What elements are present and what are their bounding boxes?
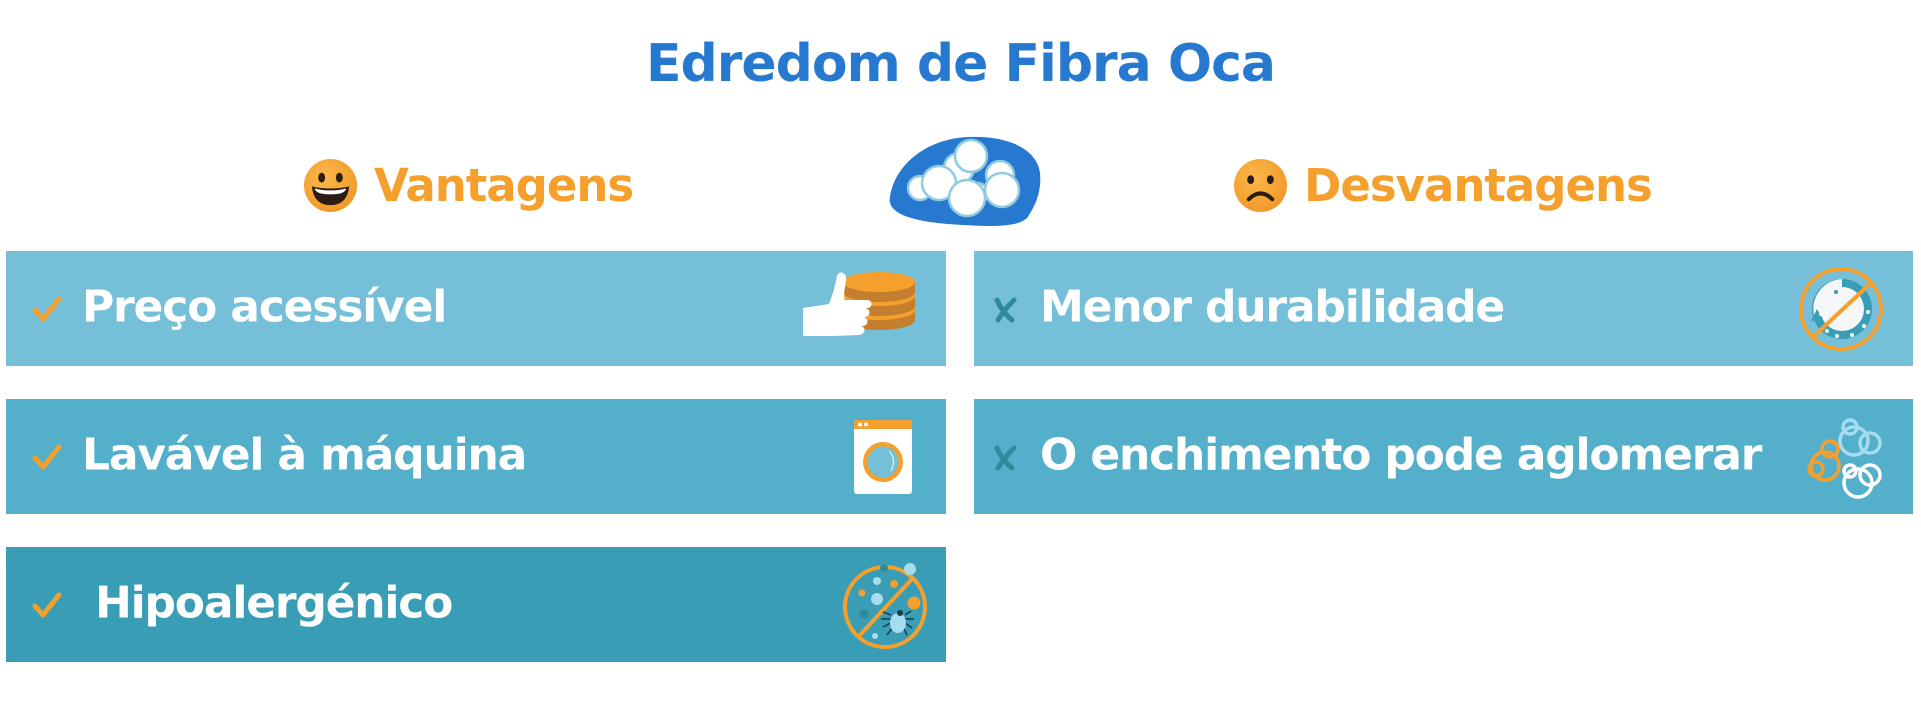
pros-row-label: Lavável à máquina	[82, 428, 527, 480]
page-title: Edredom de Fibra Oca	[645, 34, 1276, 94]
cross-icon	[994, 297, 1017, 322]
grinning-face-icon	[303, 158, 358, 213]
pros-row-2: Lavável à máquina	[6, 399, 946, 514]
cross-icon	[994, 445, 1017, 470]
cons-heading-label: Desvantagens	[1304, 159, 1653, 212]
no-mites-icon	[843, 562, 927, 649]
washing-machine-icon	[854, 419, 912, 494]
check-icon	[32, 296, 62, 321]
cons-row-1: Menor durabilidade	[974, 251, 1913, 366]
pros-heading: Vantagens	[303, 158, 634, 213]
pros-row-3: Hipoalergénico	[6, 547, 946, 662]
cons-row-label: Menor durabilidade	[1040, 280, 1505, 332]
pros-row-label: Hipoalergénico	[95, 576, 453, 628]
clumping-fibers-icon	[1807, 417, 1882, 499]
check-icon	[32, 444, 62, 469]
check-icon	[32, 592, 62, 617]
cons-row-label: O enchimento pode aglomerar	[1040, 428, 1762, 480]
no-durability-icon	[1799, 266, 1883, 351]
cons-row-2: O enchimento pode aglomerar	[974, 399, 1913, 514]
thumbs-up-coins-icon	[803, 271, 915, 336]
pros-heading-label: Vantagens	[374, 159, 634, 212]
pros-row-1: Preço acessível	[6, 251, 946, 366]
cons-heading: Desvantagens	[1233, 158, 1653, 213]
frowning-face-icon	[1233, 158, 1288, 213]
pros-row-label: Preço acessível	[82, 280, 447, 332]
cloud-fiber-icon	[889, 136, 1041, 226]
